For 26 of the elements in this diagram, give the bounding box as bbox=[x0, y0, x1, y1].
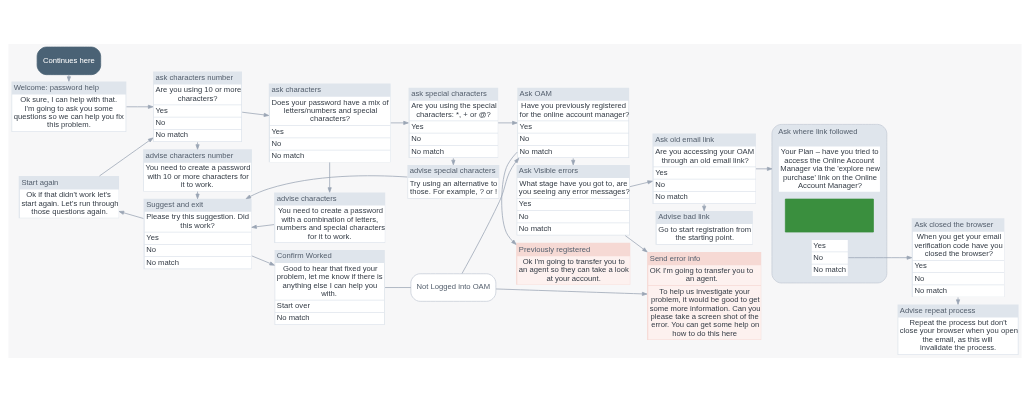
node-box: Not Logged into OAM bbox=[410, 272, 497, 302]
arrow bbox=[126, 104, 154, 109]
arrow bbox=[251, 255, 275, 266]
arrow bbox=[461, 157, 520, 274]
arrow bbox=[245, 174, 408, 199]
arrow bbox=[66, 74, 71, 82]
arrow bbox=[251, 223, 275, 229]
arrow bbox=[195, 141, 200, 150]
arrow bbox=[501, 151, 518, 245]
arrow bbox=[629, 179, 653, 187]
arrow bbox=[702, 203, 707, 211]
arrow bbox=[847, 255, 913, 260]
arrow bbox=[624, 234, 648, 252]
arrow bbox=[495, 288, 648, 296]
arrow bbox=[571, 157, 576, 165]
connector bbox=[384, 286, 412, 288]
arrow bbox=[327, 161, 332, 193]
arrow bbox=[497, 120, 518, 125]
node-box bbox=[784, 198, 874, 232]
arrow bbox=[118, 210, 144, 219]
arrow bbox=[956, 296, 961, 305]
arrow bbox=[99, 137, 154, 176]
arrow bbox=[755, 166, 773, 171]
arrow bbox=[241, 111, 270, 117]
arrow bbox=[390, 120, 409, 125]
arrow bbox=[451, 157, 456, 165]
